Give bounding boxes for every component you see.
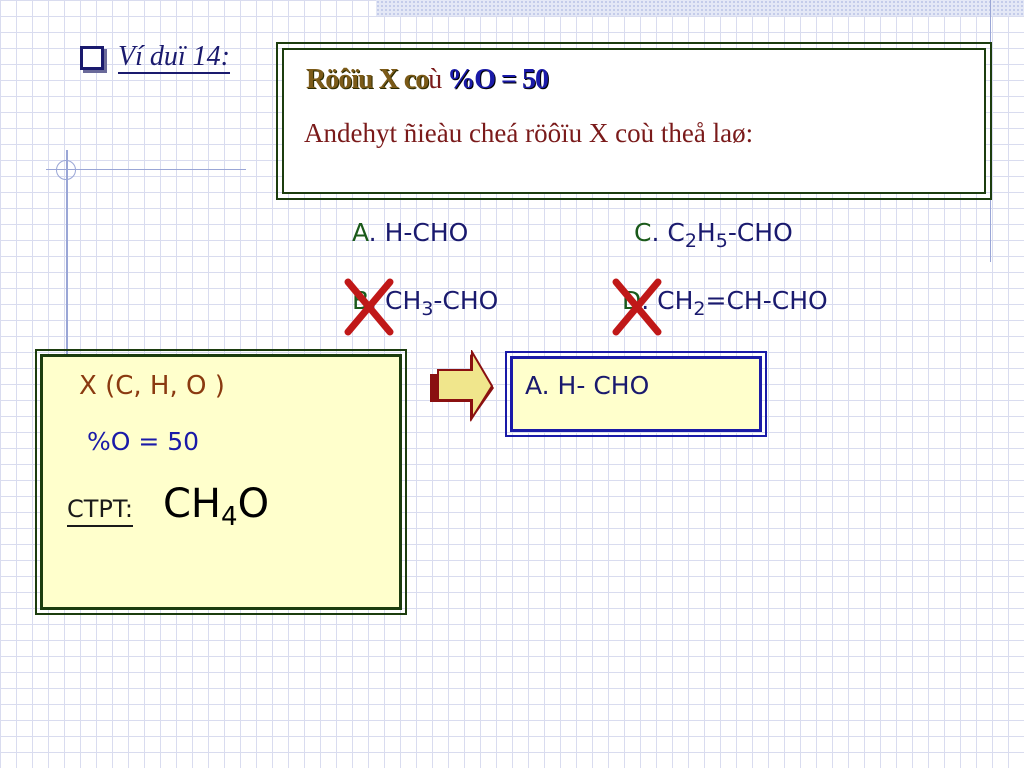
right-arrow-icon [430,350,494,422]
question-line-2: Andehyt ñieàu cheá röôïu X coù theå laø: [304,118,754,148]
right-guide-line [990,0,991,262]
option-a-text: . H-CHO [368,218,469,247]
option-b-text-2: -CHO [433,286,499,315]
option-a-letter: A [352,218,369,247]
option-c-text-3: -CHO [727,218,793,247]
elements-line: X (C, H, O ) [79,371,225,401]
question-verb: ù [428,64,448,95]
question-subject: Röôïu X co [306,64,429,95]
example-label: Ví duï 14: [118,41,230,74]
option-c-sub-1: 2 [684,230,697,252]
option-c-sub-2: 5 [715,230,728,252]
formula-subscript: 4 [221,502,238,532]
option-d-sub: 2 [693,298,706,320]
margin-line [66,150,68,366]
ctpt-label: CTPT: [67,493,133,527]
question-box: Röôïu X coù %O = 50 Andehyt ñieàu cheá r… [276,42,992,200]
square-bullet-icon [80,46,104,70]
margin-circle [56,160,76,180]
option-a[interactable]: A. H-CHO [352,218,468,247]
option-c[interactable]: C. C2H5-CHO [634,218,793,252]
option-c-letter: C [634,218,652,247]
option-c-text-1: . C [651,218,685,247]
solution-box: X (C, H, O ) %O = 50 CTPT: CH4O [35,349,407,615]
header-band [376,0,1024,16]
option-b-sub: 3 [421,298,434,320]
option-c-text-2: H [696,218,716,247]
option-d-text-2: =CH-CHO [705,286,828,315]
oxygen-percent: %O = 50 [447,64,549,95]
oxygen-line: %O = 50 [87,427,200,456]
formula-part-2: O [237,481,270,527]
formula-part-1: CH [163,481,222,527]
x-cross-icon [344,278,394,336]
question-line-1: Röôïu X coù %O = 50 [306,64,549,96]
answer-label: A. H- CHO [525,371,650,400]
answer-box: A. H- CHO [505,351,767,437]
guide-line [46,169,246,170]
example-heading: Ví duï 14: [80,42,230,74]
x-cross-icon [612,278,662,336]
molecular-formula: CH4O [163,481,269,532]
